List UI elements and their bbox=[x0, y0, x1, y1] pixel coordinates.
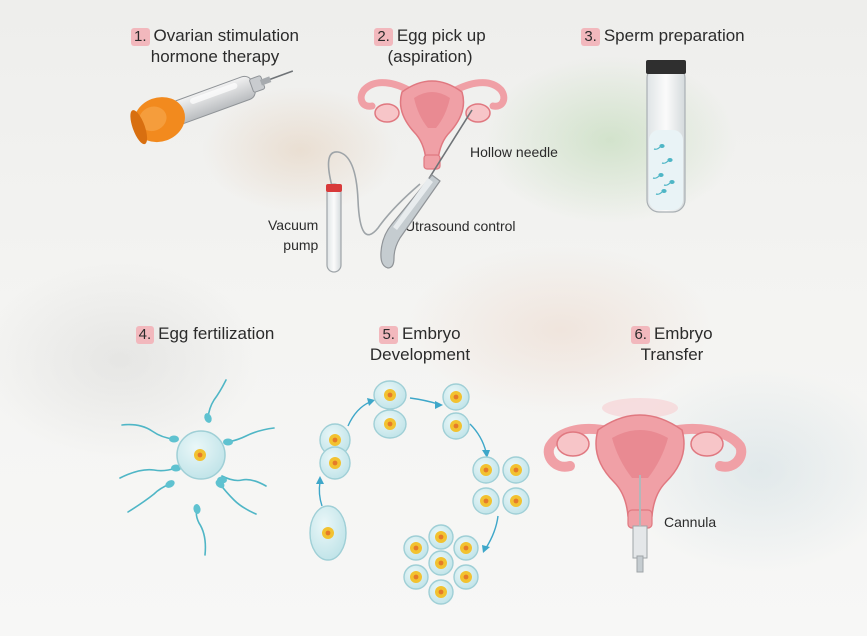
step-2-title-line2: (aspiration) bbox=[387, 47, 473, 66]
step-5-number: 5. bbox=[379, 326, 398, 344]
step-3-title-line1: Sperm preparation bbox=[603, 26, 745, 45]
hollow-needle-label: Hollow needle bbox=[470, 144, 558, 160]
hormone-injector-pen-icon bbox=[130, 70, 294, 145]
step-1-title-line2: hormone therapy bbox=[150, 47, 280, 66]
step-4-title: 4.Egg fertilization bbox=[120, 323, 290, 344]
step-2-title-line1: Egg pick up bbox=[396, 26, 486, 45]
vacuum-pump-label-line1: Vacuum bbox=[268, 217, 319, 233]
ultrasound-control-label: Utrasound control bbox=[405, 218, 516, 234]
egg-fertilization-icon bbox=[119, 379, 275, 556]
step-3-title: 3.Sperm preparation bbox=[568, 25, 758, 46]
step-1-title-line1: Ovarian stimulation bbox=[153, 26, 300, 45]
step-1-number: 1. bbox=[130, 28, 150, 46]
step-2-number: 2. bbox=[374, 28, 393, 46]
step-6-title-line1: Embryo bbox=[653, 324, 713, 343]
embryo-development-icon bbox=[309, 380, 530, 605]
step-1-title: 1.Ovarian stimulation hormone therapy bbox=[115, 25, 315, 67]
step-5-title-line1: Embryo bbox=[401, 324, 461, 343]
step-2-title: 2.Egg pick up (aspiration) bbox=[345, 25, 515, 67]
sperm-test-tube-icon bbox=[646, 60, 686, 213]
uterus-transfer-icon bbox=[543, 398, 747, 573]
cannula-label: Cannula bbox=[664, 514, 717, 530]
step-5-title: 5.Embryo Development bbox=[350, 323, 490, 365]
uterus-aspiration-icon bbox=[326, 79, 508, 273]
step-6-title: 6.Embryo Transfer bbox=[612, 323, 732, 365]
step-6-number: 6. bbox=[631, 326, 650, 344]
step-4-number: 4. bbox=[135, 326, 155, 344]
step-3-number: 3. bbox=[581, 28, 600, 46]
step-6-title-line2: Transfer bbox=[640, 345, 704, 364]
step-4-title-line1: Egg fertilization bbox=[158, 324, 275, 343]
vacuum-pump-label-line2: pump bbox=[283, 237, 319, 253]
step-5-title-line2: Development bbox=[369, 345, 471, 364]
vacuum-pump-label: Vacuum pump bbox=[268, 215, 318, 255]
